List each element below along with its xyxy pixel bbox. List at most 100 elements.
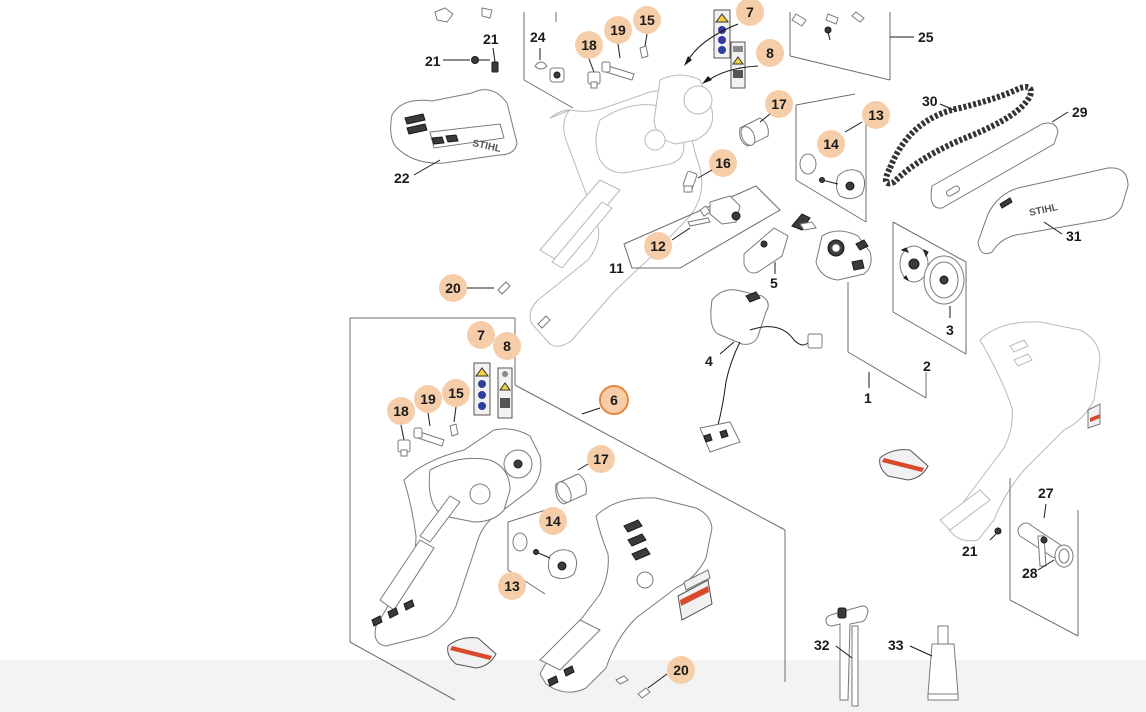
callout-16-bg — [709, 149, 737, 177]
group-frame-13-a — [795, 93, 867, 223]
callout-7-b: 7 — [477, 327, 485, 343]
callout-3: 3 — [946, 322, 954, 338]
motor-cover-22: STIHL — [390, 89, 518, 164]
callout-7-b-bg — [467, 321, 495, 349]
callout-21-a: 21 — [425, 53, 441, 69]
knob-13-b — [533, 549, 578, 580]
callout-20-b: 20 — [673, 662, 689, 678]
screw-16 — [682, 170, 698, 193]
group-frame-6 — [349, 317, 786, 701]
callout-8-b-bg — [493, 332, 521, 360]
callout-6: 6 — [610, 392, 618, 408]
group-frame-2 — [892, 221, 967, 355]
callout-20-b-bg — [667, 656, 695, 684]
motor-1 — [815, 230, 872, 281]
group-frame-24 — [523, 12, 574, 109]
callout-15-a-bg — [633, 6, 661, 34]
clip-20-b — [615, 675, 651, 699]
warning-label-lower-right — [677, 569, 713, 621]
callout-8-a: 8 — [766, 45, 774, 61]
washer-28 — [1054, 544, 1074, 568]
screw-21-left — [471, 56, 490, 64]
callout-14-b: 14 — [545, 513, 561, 529]
pin-19-a — [601, 61, 635, 81]
callout-32: 32 — [814, 637, 830, 653]
grease-tube-33 — [927, 625, 959, 701]
callout-17-b: 17 — [593, 451, 609, 467]
callout-12-bg — [644, 232, 672, 260]
callout-17-a-bg — [765, 90, 793, 118]
screw-21-right — [491, 61, 499, 73]
sleeve-17-b — [555, 473, 587, 505]
warning-label-right — [879, 449, 929, 481]
callout-19-b-bg — [414, 385, 442, 413]
callout-30: 30 — [922, 93, 938, 109]
callout-19-a-bg — [604, 16, 632, 44]
top-fragment-parts — [434, 7, 493, 23]
callout-21-b: 21 — [483, 31, 499, 47]
combination-wrench-32 — [825, 605, 869, 707]
callout-15-a: 15 — [639, 12, 655, 28]
pin-15-a — [639, 45, 649, 59]
callout-14-b-bg — [539, 507, 567, 535]
callout-18-a-bg — [575, 31, 603, 59]
guide-bar-29 — [930, 122, 1059, 209]
label-strip-8-a — [730, 41, 746, 89]
wiring-harness-4 — [699, 289, 823, 453]
callout-13-a-bg — [862, 101, 890, 129]
callout-16: 16 — [715, 155, 731, 171]
callout-18-a: 18 — [581, 37, 597, 53]
housing-half-lower-right — [539, 497, 713, 693]
oring-14-b — [512, 532, 528, 552]
label-strip-8-b — [497, 367, 513, 419]
callout-8-b: 8 — [503, 338, 511, 354]
pin-15-b — [449, 423, 459, 437]
callout-20-a-bg — [439, 274, 467, 302]
callout-29: 29 — [1072, 104, 1088, 120]
sprocket-3 — [923, 255, 965, 305]
callout-6-bg — [599, 385, 629, 415]
callout-20-a: 20 — [445, 280, 461, 296]
clip-24 — [534, 61, 565, 83]
callout-14-a-bg — [817, 130, 845, 158]
callout-8-a-bg — [756, 39, 784, 67]
chain-cover-31: STIHL — [977, 167, 1129, 255]
sleeve-17-a — [739, 117, 769, 147]
callout-19-b: 19 — [420, 391, 436, 407]
group-frame-25 — [789, 11, 891, 81]
group-frame-11 — [623, 185, 781, 269]
callout-7-a: 7 — [746, 4, 754, 20]
group-frame-27 — [1009, 478, 1079, 637]
group-frame-1 — [847, 282, 927, 399]
callout-18-b: 18 — [393, 403, 409, 419]
callout-31: 31 — [1066, 228, 1082, 244]
callout-15-b-bg — [442, 379, 470, 407]
callout-17-b-bg — [587, 445, 615, 473]
label-strip-7-a — [713, 9, 731, 59]
callout-1: 1 — [864, 390, 872, 406]
callout-24: 24 — [530, 29, 546, 45]
callout-11: 11 — [609, 260, 624, 276]
bolt-18-a — [587, 71, 601, 89]
screw-21-c — [989, 527, 1002, 541]
callout-25: 25 — [918, 29, 934, 45]
callout-4: 4 — [705, 353, 713, 369]
clip-20-a — [497, 281, 551, 329]
callout-27: 27 — [1038, 485, 1054, 501]
saw-chain-30 — [882, 84, 1034, 187]
callout-21-c: 21 — [962, 543, 978, 559]
callout-17-a: 17 — [771, 96, 787, 112]
callout-19-a: 19 — [610, 22, 626, 38]
callout-5: 5 — [770, 275, 778, 291]
callout-14-a: 14 — [823, 136, 839, 152]
knob-13-a — [819, 169, 866, 200]
housing-half-lower-left — [371, 428, 542, 647]
callout-13-b: 13 — [504, 578, 520, 594]
trigger-switch-5 — [743, 213, 817, 274]
label-strip-7-b — [473, 362, 491, 416]
callout-15-b: 15 — [448, 385, 464, 401]
bolt-18-b — [397, 439, 411, 457]
callout-18-b-bg — [387, 397, 415, 425]
housing-half-upper — [529, 74, 714, 347]
